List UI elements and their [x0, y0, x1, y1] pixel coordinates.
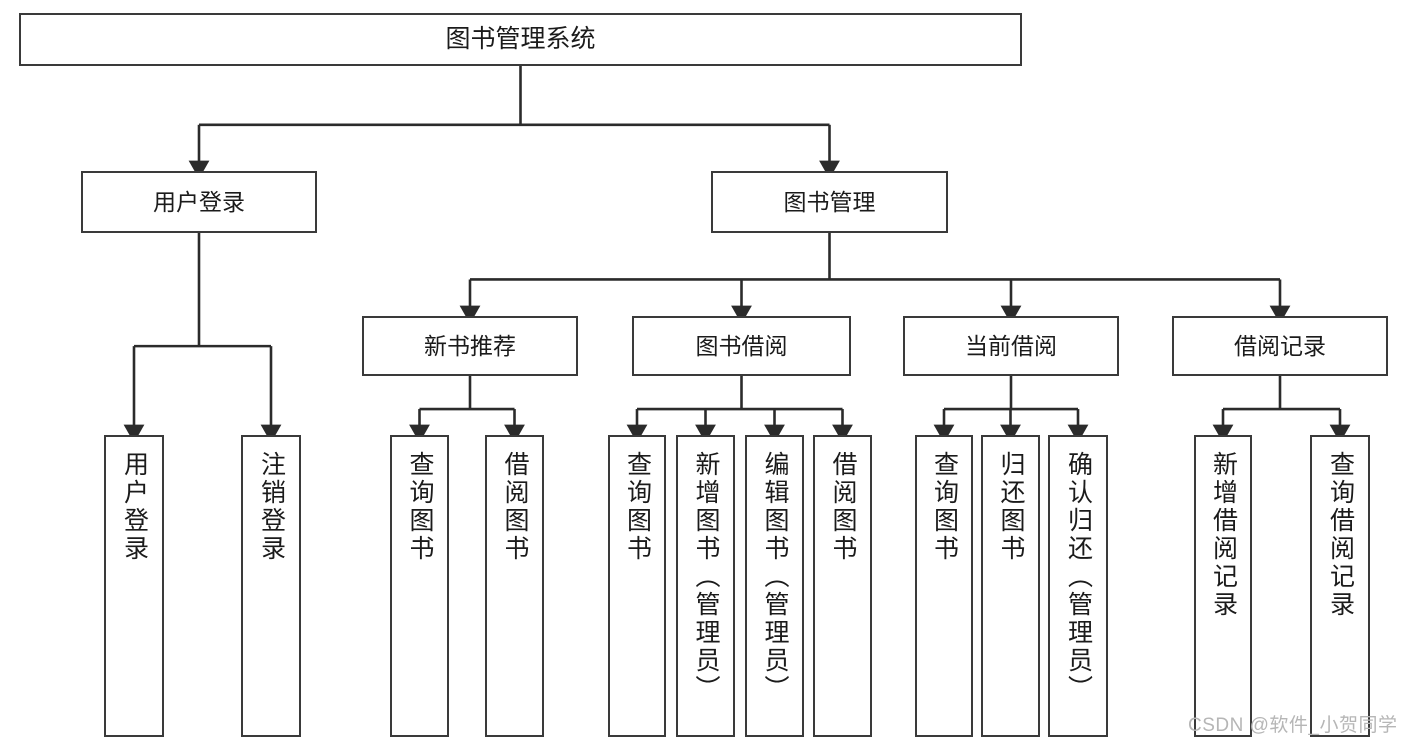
- node-root[interactable]: 图书管理系统: [19, 13, 1022, 66]
- node-n-borrow[interactable]: 图书借阅: [632, 316, 851, 376]
- node-label: 查询借阅记录: [1326, 451, 1355, 619]
- node-l-cu-query[interactable]: 查询图书: [915, 435, 973, 737]
- node-label: 新书推荐: [424, 332, 516, 359]
- node-label: 借阅记录: [1234, 332, 1326, 359]
- node-n-login[interactable]: 用户登录: [81, 171, 317, 233]
- node-l-rc-add[interactable]: 新增借阅记录: [1194, 435, 1252, 737]
- node-n-bookmgmt[interactable]: 图书管理: [711, 171, 948, 233]
- csdn-watermark: CSDN @软件_小贺同学: [1188, 715, 1398, 736]
- node-l-nb-borrow[interactable]: 借阅图书: [485, 435, 544, 737]
- node-l-cu-conf[interactable]: 确认归还（管理员）: [1048, 435, 1108, 737]
- node-l-login[interactable]: 用户登录: [104, 435, 164, 737]
- node-label: 查询图书: [406, 451, 434, 563]
- node-label: 查询图书: [623, 451, 652, 563]
- node-label: 确认归还（管理员）: [1064, 451, 1093, 703]
- node-label: 注销登录: [257, 451, 286, 563]
- node-label: 图书借阅: [695, 332, 788, 359]
- node-l-logout[interactable]: 注销登录: [241, 435, 301, 737]
- node-l-bo-lend[interactable]: 借阅图书: [813, 435, 872, 737]
- node-label: 新增图书（管理员）: [692, 451, 720, 703]
- node-label: 图书管理系统: [445, 25, 596, 53]
- node-l-bo-add[interactable]: 新增图书（管理员）: [676, 435, 735, 737]
- node-label: 用户登录: [120, 451, 149, 563]
- node-n-current[interactable]: 当前借阅: [903, 316, 1119, 376]
- node-n-newbook[interactable]: 新书推荐: [362, 316, 578, 376]
- node-label: 归还图书: [997, 451, 1025, 563]
- node-label: 新增借阅记录: [1209, 451, 1238, 619]
- node-label: 编辑图书（管理员）: [761, 451, 789, 703]
- node-l-cu-return[interactable]: 归还图书: [981, 435, 1040, 737]
- node-label: 图书管理: [783, 188, 876, 215]
- node-l-bo-edit[interactable]: 编辑图书（管理员）: [745, 435, 804, 737]
- node-n-records[interactable]: 借阅记录: [1172, 316, 1388, 376]
- node-l-bo-query[interactable]: 查询图书: [608, 435, 666, 737]
- node-label: 查询图书: [930, 451, 959, 563]
- node-l-nb-query[interactable]: 查询图书: [390, 435, 449, 737]
- node-label: 借阅图书: [501, 451, 529, 563]
- node-l-rc-query[interactable]: 查询借阅记录: [1310, 435, 1370, 737]
- node-label: 用户登录: [153, 188, 245, 215]
- node-label: 借阅图书: [829, 451, 857, 563]
- node-label: 当前借阅: [965, 332, 1057, 359]
